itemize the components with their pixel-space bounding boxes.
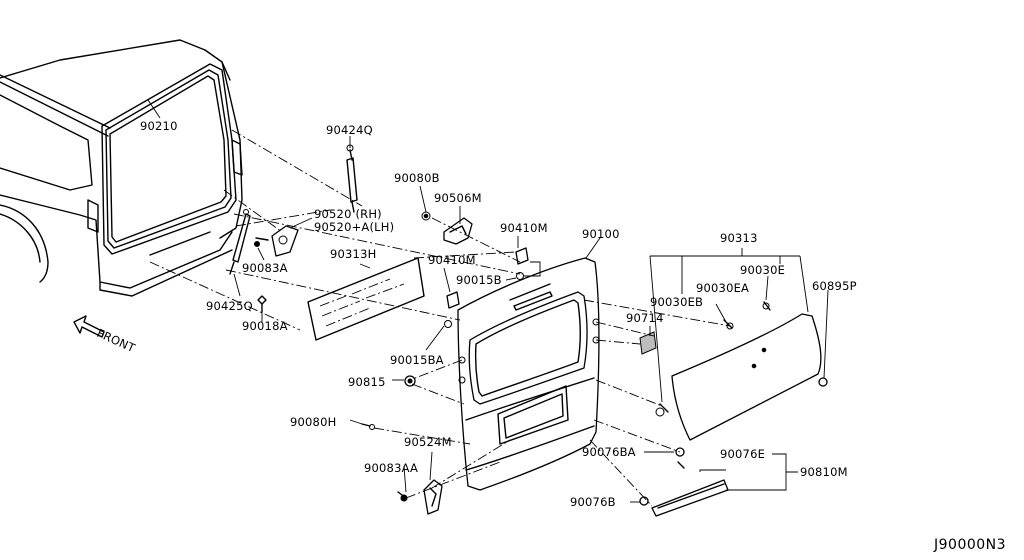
label-90714 [639,331,657,355]
bolt-90083AA [397,491,408,502]
label-90100: 90100 [582,227,620,241]
weatherstrip-90210 [101,63,237,255]
label-90520-lh: 90520+A(LH) [314,220,394,234]
label-90210: 90210 [140,119,178,133]
label-90080B: 90080B [394,171,440,185]
handle-90524M [423,479,443,515]
label-90076E: 90076E [720,447,765,461]
hinge-90506M [421,211,473,245]
label-90313: 90313 [720,231,758,245]
leader-lines [147,99,829,503]
label-90425Q: 90425Q [206,299,253,313]
label-90076B: 90076B [570,495,616,509]
vehicle-body [0,39,243,297]
label-90524M: 90524M [404,435,452,449]
label-90410M-a: 90410M [500,221,548,235]
front-label: FRONT [95,326,138,355]
assembly-lines [149,129,731,507]
back-door-panel-90100 [457,257,600,491]
label-90506M: 90506M [434,191,482,205]
label-90424Q: 90424Q [326,123,373,137]
label-90018A: 90018A [242,319,288,333]
label-90030EB: 90030EB [650,295,703,309]
label-90815: 90815 [348,375,386,389]
label-90313H: 90313H [330,247,376,261]
back-glass-90313 [655,301,828,441]
label-90030E: 90030E [740,263,785,277]
bolt-90018A [257,295,267,313]
label-90520-rh: 90520 (RH) [314,207,382,221]
gas-stay-90425Q [229,209,251,275]
front-arrow-icon [73,315,105,338]
label-90080H: 90080H [290,415,336,429]
label-90076BA: 90076BA [582,445,636,459]
molding-90810M [639,447,729,517]
lock-assembly-90520 [254,225,299,257]
gas-stay-90424Q [346,144,358,213]
hinge-clip-90410M [444,247,529,328]
label-90083AA: 90083AA [364,461,418,475]
label-90810M: 90810M [800,465,848,479]
label-90714: 90714 [626,311,664,325]
label-90410M-b: 90410M [428,253,476,267]
label-60895P: 60895P [812,279,857,293]
label-90015B: 90015B [456,273,502,287]
trim-panel-90313H [307,257,425,341]
label-90015BA: 90015BA [390,353,444,367]
label-90083A: 90083A [242,261,288,275]
diagram-code: J90000N3 [933,537,1006,553]
label-90030EA: 90030EA [696,281,749,295]
